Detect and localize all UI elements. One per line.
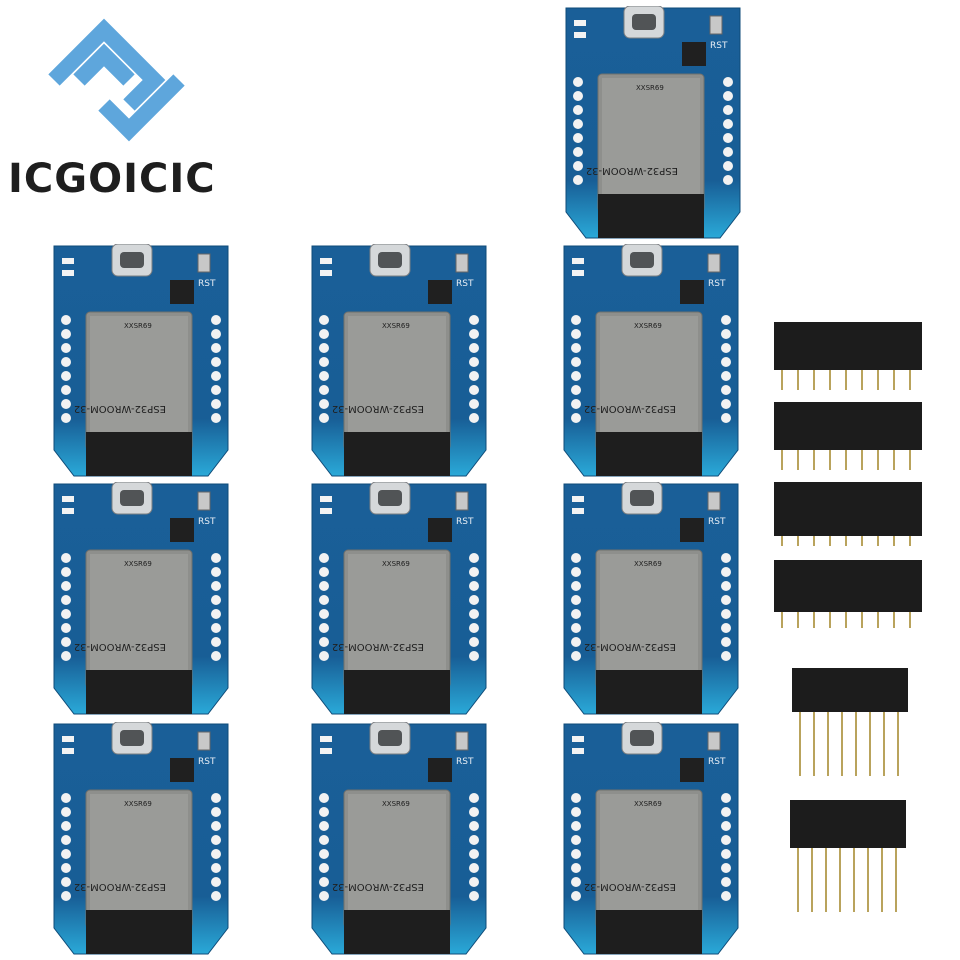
pin-header-male-2 <box>788 798 908 914</box>
svg-text:XXSR69: XXSR69 <box>634 560 662 568</box>
svg-text:XXSR69: XXSR69 <box>124 322 152 330</box>
svg-text:ESP32-WROOM-32: ESP32-WROOM-32 <box>332 881 424 892</box>
pin-header-male-1 <box>790 666 910 778</box>
esp32-board-4: RST XXSR69 ESP32-WROOM-32 <box>562 244 740 478</box>
svg-text:ESP32-WROOM-32: ESP32-WROOM-32 <box>74 641 166 652</box>
esp32-board-3: RST XXSR69 ESP32-WROOM-32 <box>310 244 488 478</box>
pin-header-female-2 <box>772 400 924 474</box>
svg-text:ESP32-WROOM-32: ESP32-WROOM-32 <box>332 641 424 652</box>
svg-text:RST: RST <box>708 279 726 289</box>
svg-text:RST: RST <box>198 757 216 767</box>
esp32-board-6: RST XXSR69 ESP32-WROOM-32 <box>310 482 488 716</box>
svg-text:XXSR69: XXSR69 <box>124 560 152 568</box>
svg-text:RST: RST <box>710 41 728 51</box>
brand-logo: ICGOICIC <box>6 6 236 206</box>
svg-text:RST: RST <box>198 279 216 289</box>
svg-text:XXSR69: XXSR69 <box>634 322 662 330</box>
svg-text:RST: RST <box>456 517 474 527</box>
svg-text:RST: RST <box>456 757 474 767</box>
svg-text:ESP32-WROOM-32: ESP32-WROOM-32 <box>586 165 678 176</box>
svg-text:XXSR69: XXSR69 <box>382 322 410 330</box>
esp32-board-9: RST XXSR69 ESP32-WROOM-32 <box>310 722 488 956</box>
pin-header-female-3 <box>772 480 924 548</box>
svg-text:ESP32-WROOM-32: ESP32-WROOM-32 <box>332 403 424 414</box>
svg-text:ESP32-WROOM-32: ESP32-WROOM-32 <box>584 641 676 652</box>
esp32-board-10: RST XXSR69 ESP32-WROOM-32 <box>562 722 740 956</box>
svg-text:RST: RST <box>708 517 726 527</box>
brand-name: ICGOICIC <box>8 156 216 202</box>
esp32-board-1: RST XXSR69 ESP32-WROOM-32 <box>564 6 742 240</box>
svg-text:XXSR69: XXSR69 <box>636 84 664 92</box>
svg-text:XXSR69: XXSR69 <box>634 800 662 808</box>
esp32-board-5: RST XXSR69 ESP32-WROOM-32 <box>52 482 230 716</box>
svg-text:ESP32-WROOM-32: ESP32-WROOM-32 <box>74 403 166 414</box>
svg-text:RST: RST <box>198 517 216 527</box>
svg-text:RST: RST <box>708 757 726 767</box>
svg-text:XXSR69: XXSR69 <box>124 800 152 808</box>
esp32-board-8: RST XXSR69 ESP32-WROOM-32 <box>52 722 230 956</box>
esp32-board-7: RST XXSR69 ESP32-WROOM-32 <box>562 482 740 716</box>
svg-text:ESP32-WROOM-32: ESP32-WROOM-32 <box>584 403 676 414</box>
svg-text:ESP32-WROOM-32: ESP32-WROOM-32 <box>584 881 676 892</box>
logo-icon <box>48 18 185 142</box>
svg-text:XXSR69: XXSR69 <box>382 560 410 568</box>
pin-header-female-4 <box>772 558 924 630</box>
svg-text:XXSR69: XXSR69 <box>382 800 410 808</box>
pin-header-female-1 <box>772 320 924 394</box>
svg-text:ESP32-WROOM-32: ESP32-WROOM-32 <box>74 881 166 892</box>
svg-text:RST: RST <box>456 279 474 289</box>
esp32-board-2: RST XXSR69 ESP32-WROOM-32 <box>52 244 230 478</box>
